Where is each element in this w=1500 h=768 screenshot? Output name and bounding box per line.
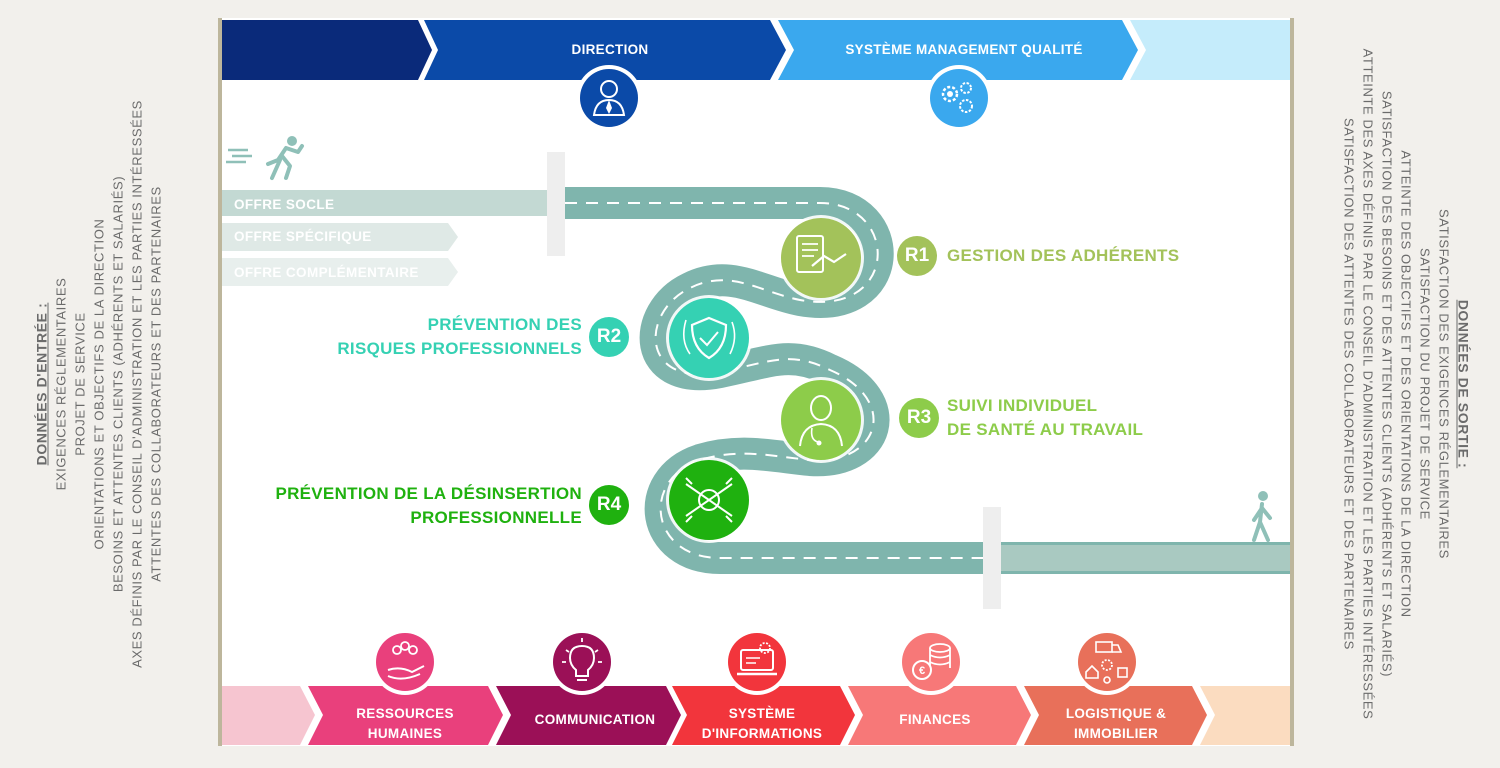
r4-title: PRÉVENTION DE LA DÉSINSERTION PROFESSION… (232, 482, 582, 530)
outputs-item: ATTEINTE DES OBJECTIFS ET DES ORIENTATIO… (1398, 150, 1414, 618)
runner-icon (226, 136, 304, 180)
lightbulb-icon (549, 629, 615, 695)
r3-title-line: DE SANTÉ AU TRAVAIL (947, 420, 1144, 439)
support-si-label: SYSTÈME D'INFORMATIONS (682, 704, 842, 744)
offer-complementaire-bar (222, 258, 458, 286)
top-chevron-4 (1130, 20, 1290, 80)
hands-together-icon (666, 457, 752, 543)
end-road-bar (990, 545, 1290, 571)
bottom-chevron-finances (848, 686, 1031, 745)
support-si-line: SYSTÈME (728, 706, 796, 721)
r2-title-line: PRÉVENTION DES (427, 315, 582, 334)
inputs-item: ORIENTATIONS ET OBJECTIFS DE LA DIRECTIO… (91, 218, 107, 550)
offer-complementaire-label: OFFRE COMPLÉMENTAIRE (234, 265, 419, 280)
inputs-item: BESOINS ET ATTENTES CLIENTS (ADHÉRENTS E… (110, 175, 126, 593)
offer-socle-bar (222, 190, 562, 216)
r3-title-line: SUIVI INDIVIDUEL (947, 396, 1098, 415)
end-gate (983, 507, 1001, 609)
support-rh-label: RESSOURCES HUMAINES (325, 704, 485, 744)
outputs-item: SATISFACTION DES BESOINS ET DES ATTENTES… (1379, 90, 1395, 678)
direction-label: DIRECTION (571, 42, 649, 57)
inputs-panel: DONNÉES D'ENTRÉE : EXIGENCES RÉGLEMENTAI… (0, 0, 198, 768)
doctor-icon (778, 377, 864, 463)
support-logistique-line: LOGISTIQUE & (1065, 706, 1167, 721)
outputs-item: SATISFACTION DU PROJET DE SERVICE (1417, 248, 1433, 520)
inputs-item: PROJET DE SERVICE (72, 312, 88, 456)
support-rh-line: RESSOURCES (356, 706, 454, 721)
support-finances-label: FINANCES (860, 710, 1010, 730)
outputs-title: DONNÉES DE SORTIE : (1455, 299, 1472, 469)
laptop-gears-icon (724, 629, 790, 695)
bottom-chevron-0 (222, 686, 315, 745)
offer-socle-label: OFFRE SOCLE (234, 197, 335, 212)
gears-icon (926, 65, 992, 131)
start-gate (547, 152, 565, 256)
r1-badge: R1 (897, 236, 937, 276)
road-center-line (565, 202, 1290, 559)
inputs-item: ATTENTES DES COLLABORATEURS ET DES PARTE… (148, 186, 164, 582)
handshake-contract-icon (778, 215, 864, 301)
people-hand-icon (372, 629, 438, 695)
r2-title-line: RISQUES PROFESSIONNELS (337, 339, 582, 358)
top-chevron-qms (778, 20, 1138, 80)
r4-title-line: PROFESSIONNELLE (410, 508, 582, 527)
bottom-chevron-rh (308, 686, 503, 745)
support-communication-line: COMMUNICATION (534, 712, 656, 727)
support-si-line: D'INFORMATIONS (701, 726, 823, 741)
qms-label: SYSTÈME MANAGEMENT QUALITÉ (845, 42, 1083, 57)
logistics-icon (1074, 629, 1140, 695)
support-finances-line: FINANCES (899, 712, 971, 727)
r4-badge: R4 (589, 485, 629, 525)
process-map: € (218, 18, 1294, 746)
outputs-item: SATISFACTION DES EXIGENCES RÉGLEMENTAIRE… (1436, 209, 1452, 559)
support-logistique-label: LOGISTIQUE & IMMOBILIER (1036, 704, 1196, 744)
top-chevron-1 (222, 20, 432, 80)
offer-specifique-bar (222, 223, 458, 251)
r3-title: SUIVI INDIVIDUEL DE SANTÉ AU TRAVAIL (947, 394, 1143, 442)
svg-text:€: € (919, 665, 925, 677)
inputs-item: EXIGENCES RÉGLEMENTAIRES (53, 277, 69, 491)
bottom-chevron-logistique (1024, 686, 1207, 745)
shield-icon (666, 295, 752, 381)
support-rh-line: HUMAINES (367, 726, 443, 741)
bottom-chevron-communication (496, 686, 681, 745)
support-logistique-line: IMMOBILIER (1074, 726, 1158, 741)
walker-icon (1252, 491, 1272, 542)
direction-icon (576, 65, 642, 131)
euro-coins-icon: € (898, 629, 964, 695)
r3-badge: R3 (899, 398, 939, 438)
offer-specifique-label: OFFRE SPÉCIFIQUE (234, 229, 372, 244)
outputs-text: DONNÉES DE SORTIE : SATISFACTION DES EXI… (1340, 49, 1473, 720)
inputs-title: DONNÉES D'ENTRÉE : (33, 302, 50, 466)
r1-title: GESTION DES ADHÉRENTS (947, 244, 1179, 268)
r2-badge: R2 (589, 317, 629, 357)
outputs-item: ATTEINTE DES AXES DÉFINIS PAR LE CONSEIL… (1360, 48, 1376, 720)
bottom-chevron-6 (1200, 686, 1290, 745)
outputs-item: SATISFACTION DES ATTENTES DES COLLABORAT… (1341, 118, 1357, 650)
r4-title-line: PRÉVENTION DE LA DÉSINSERTION (275, 484, 582, 503)
r1-title-line: GESTION DES ADHÉRENTS (947, 246, 1180, 265)
r2-title: PRÉVENTION DES RISQUES PROFESSIONNELS (282, 313, 582, 361)
inputs-text: DONNÉES D'ENTRÉE : EXIGENCES RÉGLEMENTAI… (33, 100, 166, 668)
top-chevron-direction (424, 20, 786, 80)
inputs-item: AXES DÉFINIS PAR LE CONSEIL D'ADMINISTRA… (129, 100, 145, 668)
support-communication-label: COMMUNICATION (510, 710, 680, 730)
process-map-graphic: € (222, 20, 1290, 745)
outputs-panel: DONNÉES DE SORTIE : SATISFACTION DES EXI… (1314, 0, 1500, 768)
bottom-chevron-si (672, 686, 855, 745)
